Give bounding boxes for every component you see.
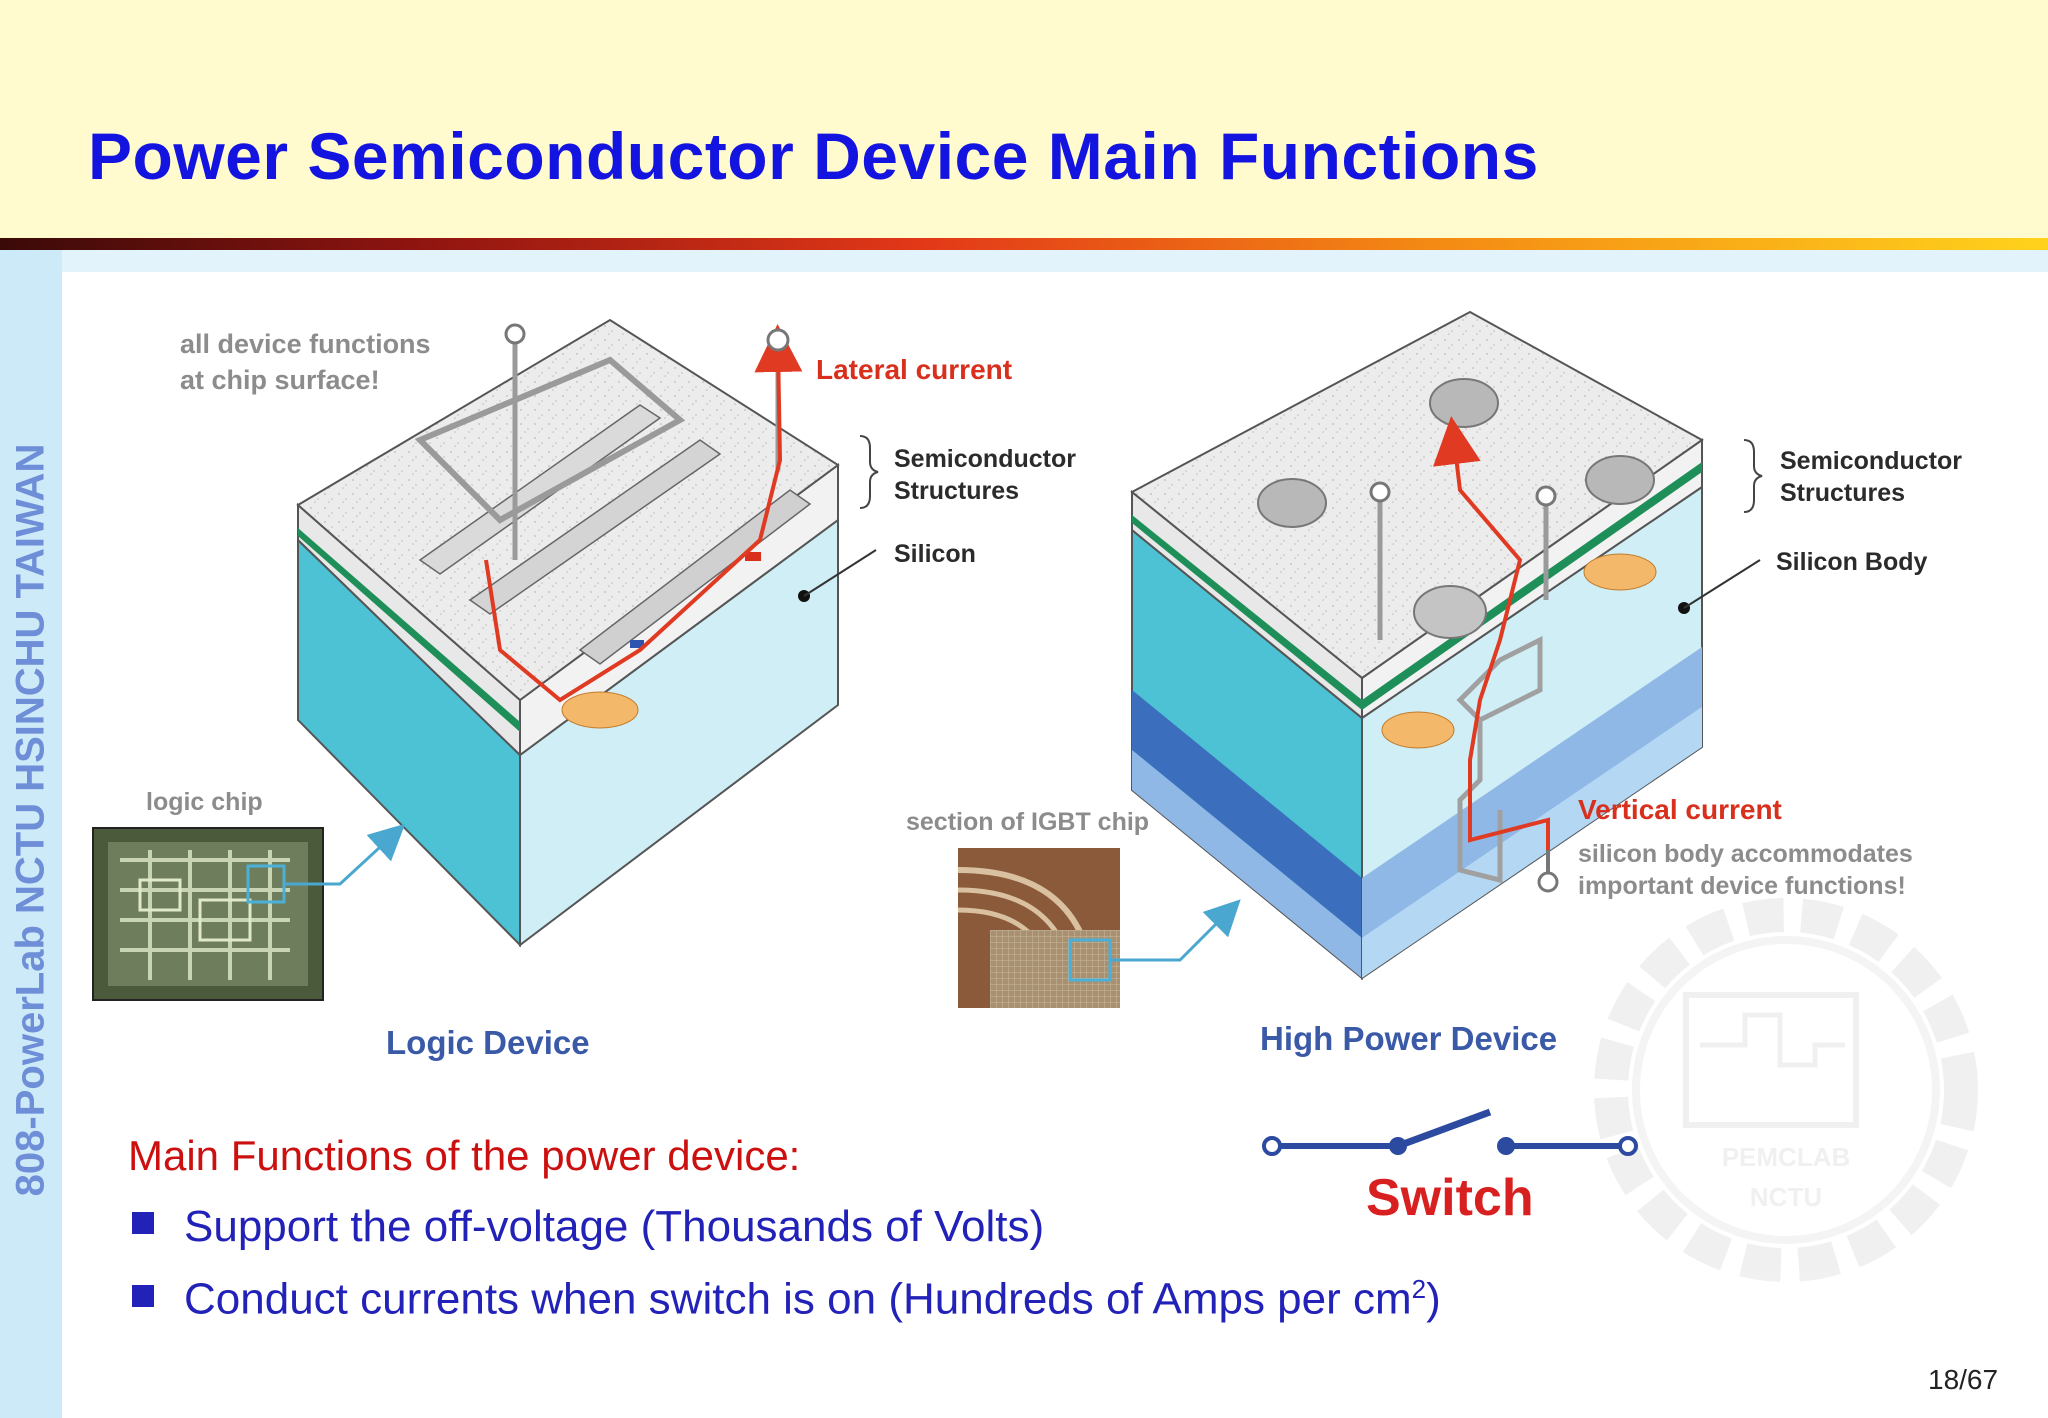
- silicon-body-label: Silicon Body: [1776, 548, 1928, 576]
- header-divider: [0, 238, 2048, 250]
- power-note-line2: important device functions!: [1578, 872, 1906, 900]
- switch-symbol-icon: [1262, 1108, 1638, 1156]
- page-number: 18/67: [1928, 1364, 1999, 1395]
- bullet-conduct-superscript: 2: [1411, 1274, 1427, 1304]
- logic-chip-photo: [92, 823, 406, 1001]
- high-power-device-caption: High Power Device: [1260, 1020, 1558, 1057]
- side-label: 808-PowerLab NCTU HSINCHU TAIWAN: [8, 443, 53, 1197]
- logic-device-caption: Logic Device: [386, 1024, 590, 1061]
- bullet-off-voltage: Support the off-voltage (Thousands of Vo…: [132, 1202, 1044, 1252]
- watermark-line1: PEMCLAB: [1722, 1142, 1851, 1172]
- igbt-section-label: section of IGBT chip: [906, 808, 1150, 836]
- pemclab-watermark-icon: PEMCLAB NCTU: [1594, 898, 1978, 1282]
- device-diagram: PEMCLAB NCTU: [92, 310, 1978, 1282]
- top-strip: [62, 250, 2048, 272]
- logic-structures-line2: Structures: [894, 477, 1020, 505]
- side-bar: [0, 250, 62, 1418]
- bullet-conduct-currents: Conduct currents when switch is on (Hund…: [132, 1274, 1441, 1325]
- power-structures-line1: Semiconductor: [1780, 447, 1962, 475]
- high-power-device-block: [1130, 310, 1763, 981]
- logic-note-line2: at chip surface!: [180, 365, 380, 395]
- power-note-line1: silicon body accommodates: [1578, 840, 1913, 868]
- bullet-square-icon: [132, 1285, 154, 1308]
- silicon-label: Silicon: [894, 540, 976, 568]
- bullet-conduct-end: ): [1426, 1274, 1441, 1324]
- switch-label: Switch: [1366, 1169, 1534, 1227]
- igbt-chip-photo: [957, 848, 1241, 1009]
- bullet-off-voltage-text: Support the off-voltage (Thousands of Vo…: [184, 1202, 1045, 1251]
- logic-note-line1: all device functions: [180, 329, 431, 359]
- slide-header: [0, 0, 2048, 240]
- logic-structures-line1: Semiconductor: [894, 445, 1076, 473]
- bullet-conduct-text: Conduct currents when switch is on (Hund…: [184, 1274, 1412, 1324]
- lateral-current-label: Lateral current: [816, 354, 1013, 385]
- power-structures-line2: Structures: [1780, 479, 1906, 507]
- vertical-current-label: Vertical current: [1578, 794, 1782, 825]
- slide-title: Power Semiconductor Device Main Function…: [88, 119, 1539, 193]
- bullet-square-icon: [132, 1212, 154, 1235]
- logic-device-block: [296, 318, 879, 948]
- main-functions-heading: Main Functions of the power device:: [128, 1132, 801, 1179]
- watermark-line2: NCTU: [1750, 1182, 1822, 1212]
- logic-chip-label: logic chip: [146, 788, 263, 816]
